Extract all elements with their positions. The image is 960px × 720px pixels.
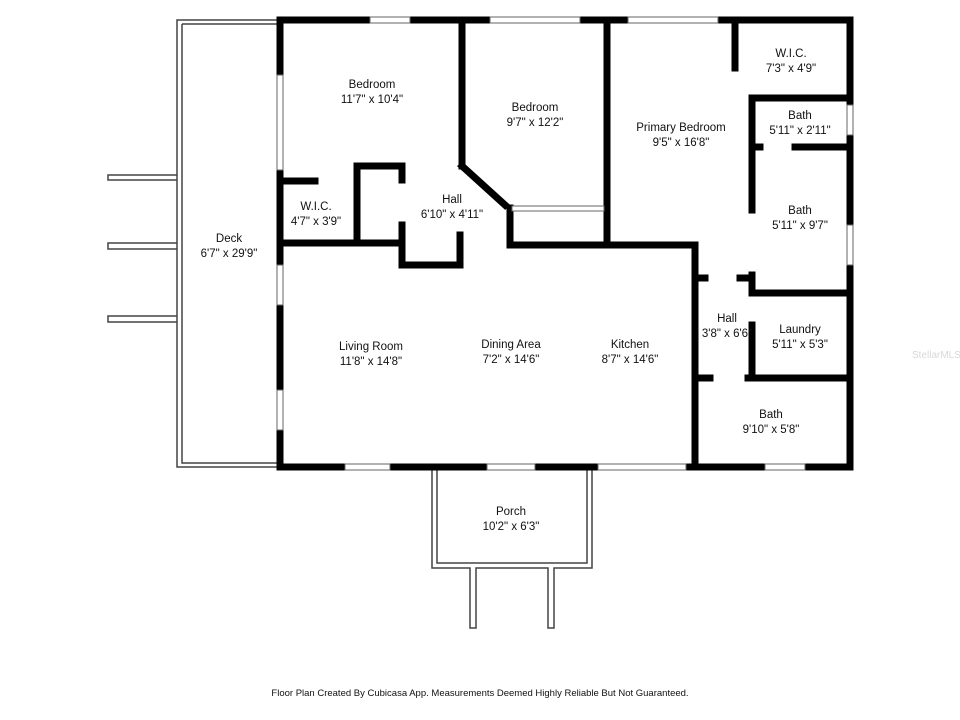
room-bedroom-2: Bedroom 9'7" x 12'2" xyxy=(507,101,564,131)
room-kitchen: Kitchen 8'7" x 14'6" xyxy=(602,338,659,368)
room-size: 8'7" x 14'6" xyxy=(601,354,659,366)
porch-outline xyxy=(431,467,593,629)
room-bath-small: Bath 5'11" x 2'11" xyxy=(769,109,830,139)
room-dining-area: Dining Area 7'2" x 14'6" xyxy=(481,338,540,368)
room-size: 4'7" x 3'9" xyxy=(290,216,342,228)
room-name: W.I.C. xyxy=(775,48,807,60)
room-size: 5'11" x 9'7" xyxy=(772,220,828,232)
room-size: 11'8" x 14'8" xyxy=(339,356,403,368)
room-name: Laundry xyxy=(779,324,821,336)
watermark: StellarMLS xyxy=(912,350,960,361)
room-size: 9'10" x 5'8" xyxy=(742,424,800,436)
room-hall-1: Hall 6'10" x 4'11" xyxy=(421,193,483,223)
room-wic-bedroom: W.I.C. 4'7" x 3'9" xyxy=(291,200,341,230)
room-living-room: Living Room 11'8" x 14'8" xyxy=(339,340,403,370)
room-name: Deck xyxy=(215,233,243,245)
room-porch: Porch 10'2" x 6'3" xyxy=(483,505,540,535)
room-name: Hall xyxy=(442,194,462,206)
room-name: Porch xyxy=(495,506,527,518)
room-size: 7'2" x 14'6" xyxy=(482,354,540,366)
room-wic-primary: W.I.C. 7'3" x 4'9" xyxy=(766,47,816,77)
deck-outline xyxy=(107,19,280,468)
room-name: Bath xyxy=(759,409,783,421)
room-primary-bedroom: Primary Bedroom 9'5" x 16'8" xyxy=(636,121,725,151)
room-size: 11'7" x 10'4" xyxy=(340,94,404,106)
room-bath-primary: Bath 5'11" x 9'7" xyxy=(772,204,828,234)
room-name: Bath xyxy=(788,205,812,217)
room-bedroom-1: Bedroom 11'7" x 10'4" xyxy=(341,78,403,108)
room-size: 5'11" x 2'11" xyxy=(769,125,831,137)
room-size: 9'7" x 12'2" xyxy=(506,117,564,129)
room-name: Bedroom xyxy=(348,79,396,91)
room-laundry: Laundry 5'11" x 5'3" xyxy=(772,323,828,353)
windows xyxy=(276,16,854,471)
footer-disclaimer: Floor Plan Created By Cubicasa App. Meas… xyxy=(271,688,689,699)
room-size: 10'2" x 6'3" xyxy=(482,521,540,533)
room-deck: Deck 6'7" x 29'9" xyxy=(201,232,258,262)
room-size: 5'11" x 5'3" xyxy=(772,339,828,351)
room-name: Bath xyxy=(788,110,812,122)
room-name: Dining Area xyxy=(481,339,541,351)
room-size: 7'3" x 4'9" xyxy=(765,63,817,75)
room-size: 6'10" x 4'11" xyxy=(420,209,484,221)
room-hall-2: Hall 3'8" x 6'6" xyxy=(702,312,752,342)
room-name: W.I.C. xyxy=(300,201,332,213)
room-name: Hall xyxy=(717,313,737,325)
room-size: 3'8" x 6'6" xyxy=(701,328,753,340)
room-bath-hall: Bath 9'10" x 5'8" xyxy=(743,408,800,438)
room-name: Primary Bedroom xyxy=(636,122,726,134)
room-name: Kitchen xyxy=(610,339,650,351)
room-size: 9'5" x 16'8" xyxy=(652,137,710,149)
room-size: 6'7" x 29'9" xyxy=(200,248,258,260)
room-name: Living Room xyxy=(339,341,403,353)
room-name: Bedroom xyxy=(511,102,559,114)
